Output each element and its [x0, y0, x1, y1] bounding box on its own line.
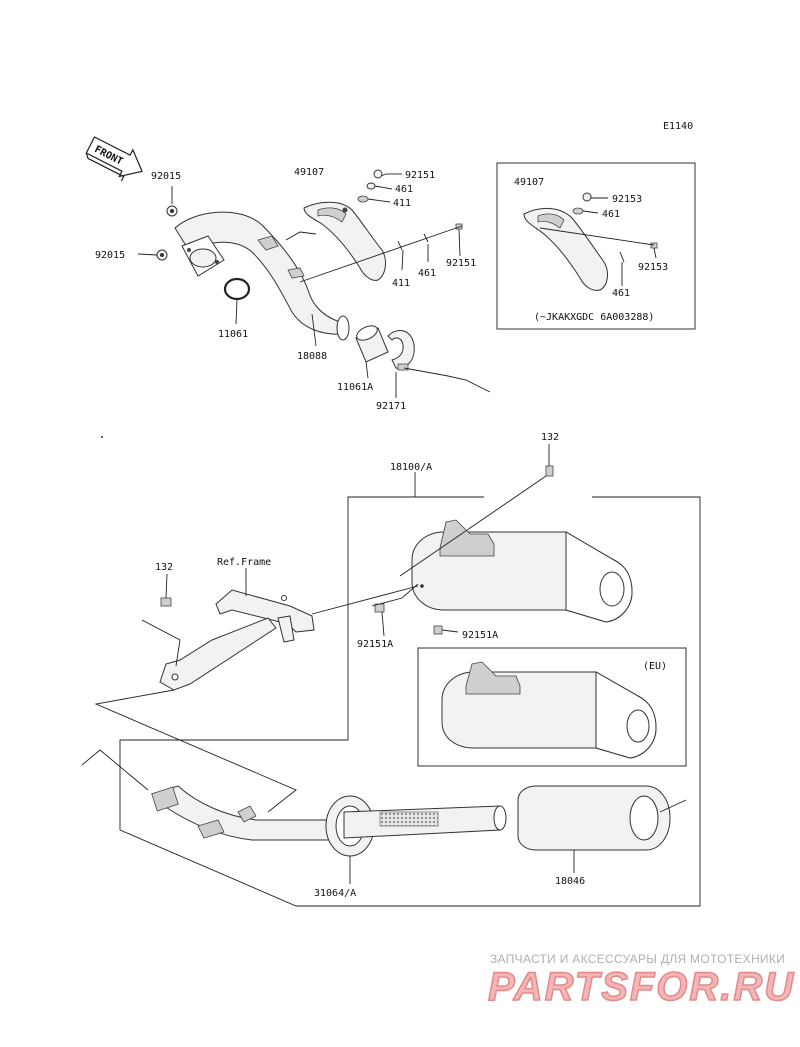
diagram-code: E1140 [663, 121, 693, 132]
leader-lines-top [137, 173, 491, 398]
clamp-92171 [387, 330, 415, 371]
washer-461-a [366, 182, 376, 190]
heat-guard-49107-b [523, 208, 608, 291]
variant-box [496, 162, 696, 330]
label-92015-a: 92015 [151, 171, 181, 182]
heat-guard-49107-a [303, 201, 386, 281]
bolt-92153-b [650, 242, 658, 249]
gasket-11061 [223, 277, 251, 301]
variant-box-label: (~JKAKXGDC 6A003288) [534, 312, 654, 323]
bolt-92151-a [373, 169, 387, 179]
label-18088: 18088 [297, 351, 327, 362]
label-132-a: 132 [155, 562, 173, 573]
eu-label: (EU) [643, 661, 667, 672]
muffler-18100 [411, 519, 633, 623]
silencer-core-31064 [325, 795, 507, 857]
nut-92015-a [166, 205, 178, 217]
label-92171: 92171 [376, 401, 406, 412]
label-18046: 18046 [555, 876, 585, 887]
label-132-b: 132 [541, 432, 559, 443]
label-31064a: 31064/A [314, 888, 356, 899]
front-arrow-icon: FRONT [85, 136, 143, 182]
label-92151a-b: 92151A [462, 630, 498, 641]
washer-461-c [572, 207, 584, 215]
eu-variant-box [417, 647, 687, 767]
label-411-a: 411 [393, 198, 411, 209]
frame-bracket [159, 589, 315, 691]
watermark-tagline: ЗАПЧАСТИ И АКСЕССУАРЫ ДЛЯ МОТОТЕХНИКИ [490, 952, 785, 966]
label-49107-a: 49107 [294, 167, 324, 178]
leader-lines-bottom [94, 444, 687, 884]
nut-92015-b [156, 249, 168, 261]
bolt-92151a-b [433, 625, 443, 635]
leader-lines-variant [539, 197, 657, 286]
label-11061a: 11061A [337, 382, 373, 393]
label-92151a-a: 92151A [357, 639, 393, 650]
bolt-132-b [545, 454, 554, 477]
collar-411-a [357, 195, 369, 203]
middle-pipe [151, 785, 331, 841]
watermark-brand: PARTSFOR.RU [488, 965, 795, 1009]
label-461-d: 461 [612, 288, 630, 299]
label-92151-b: 92151 [446, 258, 476, 269]
label-92015-b: 92015 [95, 250, 125, 261]
label-461-c: 461 [602, 209, 620, 220]
ref-frame-label: Ref.Frame [217, 557, 271, 568]
bolt-92153-a [582, 192, 592, 202]
label-18100a: 18100/A [390, 462, 432, 473]
head-pipe-18088 [174, 211, 350, 341]
gasket-11061a [355, 325, 389, 363]
muffler-group-outline [119, 496, 701, 907]
label-92153-b: 92153 [638, 262, 668, 273]
label-461-b: 461 [418, 268, 436, 279]
label-49107-b: 49107 [514, 177, 544, 188]
label-11061: 11061 [218, 329, 248, 340]
flange [181, 235, 225, 277]
washer-461-d [619, 251, 625, 263]
label-92153-a: 92153 [612, 194, 642, 205]
label-411-b: 411 [392, 278, 410, 289]
bolt-132-a [160, 597, 172, 607]
silencer-shell-18046 [517, 785, 671, 851]
muffler-eu [441, 661, 657, 759]
collar-411-b [397, 240, 403, 251]
label-92151-a: 92151 [405, 170, 435, 181]
label-461-a: 461 [395, 184, 413, 195]
